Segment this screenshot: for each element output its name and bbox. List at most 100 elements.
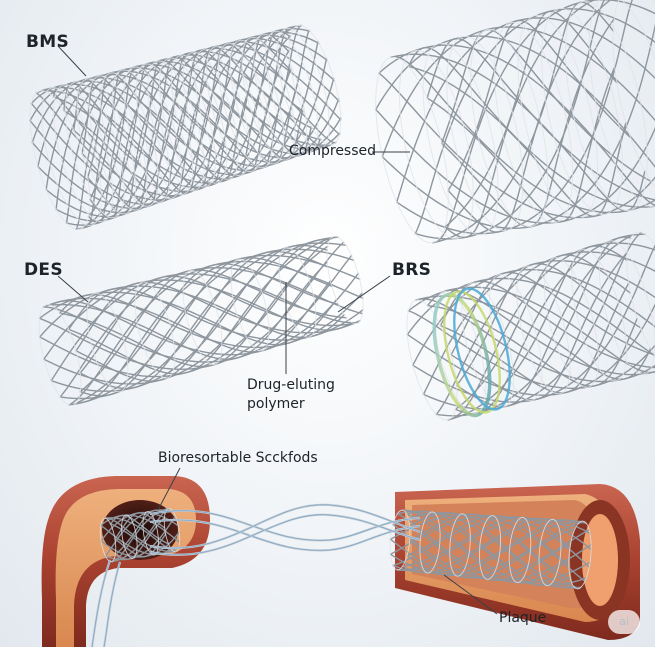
- delivery-wires: [90, 503, 421, 647]
- brs-leader: [337, 275, 391, 313]
- bms-ring: [41, 87, 102, 226]
- brs-strut: [435, 251, 655, 416]
- right-vessel-ring: [449, 513, 471, 577]
- left-vessel-strut: [110, 507, 171, 563]
- leader-lines: [57, 45, 498, 615]
- left-vessel-strut: [103, 517, 176, 553]
- compressed-ring: [470, 28, 549, 228]
- right-vessel-ring: [479, 515, 501, 580]
- left-vessel-strut: [100, 511, 180, 542]
- des-leader: [57, 275, 89, 303]
- compressed-ring: [588, 0, 655, 207]
- right-vessel-stent: [389, 509, 592, 590]
- bms-ring: [53, 84, 114, 223]
- catheter-wire-core: [149, 510, 421, 541]
- bms-ring: [241, 36, 296, 161]
- brs-ring: [516, 265, 571, 395]
- compressed-ring: [517, 15, 598, 219]
- bms-ring: [112, 69, 171, 203]
- des-ring: [278, 247, 317, 338]
- brs-polymer-ring: [443, 290, 501, 414]
- catheter-wire-core: [149, 504, 421, 549]
- des-ring: [182, 270, 223, 365]
- bms-ring: [182, 51, 239, 180]
- brs-polymer-ring: [453, 287, 511, 411]
- brs-ring: [406, 299, 458, 421]
- bms-strut: [43, 29, 291, 193]
- bms-stent: [29, 24, 342, 230]
- brs-polymer-ring: [432, 292, 492, 418]
- bms-ring: [29, 90, 91, 230]
- compressed-strut: [414, 8, 655, 235]
- compressed-strut: [408, 47, 655, 208]
- left-vessel-ring: [99, 517, 117, 563]
- brs-ring: [461, 282, 515, 408]
- des-label: DES: [24, 260, 63, 280]
- right-vessel-ring: [389, 509, 411, 571]
- right-vessel-ring: [538, 518, 562, 587]
- brs-ring: [543, 257, 599, 388]
- bms-ring: [276, 27, 330, 149]
- bms-leader: [57, 45, 87, 77]
- bioresorbable-label: Bioresortable Scckfods: [158, 450, 318, 466]
- compressed-ring: [612, 0, 655, 188]
- bms-ring: [170, 54, 228, 184]
- catheter-wire-core: [149, 519, 421, 551]
- des-ring: [86, 292, 129, 393]
- bms-ring: [147, 60, 205, 192]
- des-stent: [38, 235, 364, 406]
- bms-ring: [218, 42, 273, 169]
- des-ring: [230, 258, 270, 352]
- right-vessel-ring: [568, 520, 592, 590]
- compressed-ring: [565, 1, 648, 211]
- compressed-strut: [390, 53, 646, 212]
- left-vessel-strut: [104, 515, 177, 561]
- vessel-scene: [41, 476, 640, 647]
- bms-ring: [206, 45, 262, 173]
- brs-ring: [571, 248, 628, 382]
- drug-eluting-line1: Drug-eluting: [247, 377, 335, 393]
- bms-ring: [64, 81, 125, 219]
- brs-ring: [626, 231, 655, 357]
- left-vessel-strut: [109, 514, 170, 545]
- compressed-ring: [398, 49, 474, 240]
- bms-ring: [135, 63, 194, 196]
- plaque-label: Plaque: [499, 610, 547, 626]
- des-ring: [38, 304, 82, 406]
- compressed-stent: [375, 0, 655, 244]
- bms-ring: [229, 39, 285, 165]
- left-vessel-strut: [114, 517, 166, 560]
- des-ring: [134, 281, 176, 379]
- compressed-ring: [375, 56, 449, 244]
- compressed-ring: [541, 8, 623, 215]
- right-vessel-ring: [508, 516, 532, 584]
- bms-label: BMS: [26, 32, 70, 52]
- bms-ring: [76, 78, 137, 215]
- brs-label: BRS: [392, 260, 432, 280]
- catheter-wire-core: [103, 561, 121, 647]
- brs-ring: [598, 240, 655, 375]
- bms-ring: [100, 72, 159, 207]
- compressed-ring: [446, 35, 524, 232]
- bms-ring: [194, 48, 251, 176]
- bms-ring: [288, 24, 342, 146]
- plaque-leader: [443, 574, 498, 615]
- ai-watermark-badge: ai: [608, 610, 640, 634]
- bms-ring: [123, 66, 182, 200]
- drug-eluting-line2: polymer: [247, 396, 305, 412]
- bms-ring: [265, 30, 319, 153]
- compressed-label: Compressed: [289, 143, 377, 159]
- compressed-ring: [422, 42, 499, 236]
- compressed-ring: [493, 21, 574, 224]
- right-vessel-ring: [419, 511, 441, 574]
- brs-stent: [406, 231, 655, 421]
- des-ring: [326, 235, 364, 325]
- catheter-wire-core: [149, 514, 421, 556]
- drug-eluting-label: Drug-eluting polymer: [247, 376, 357, 414]
- left-vessel-ring: [121, 514, 138, 559]
- catheter-wire-core: [91, 559, 111, 647]
- right-vessel-opening-inner: [582, 514, 618, 606]
- bms-ring: [88, 75, 148, 211]
- bms-ring: [253, 33, 308, 157]
- bms-ring: [159, 57, 216, 188]
